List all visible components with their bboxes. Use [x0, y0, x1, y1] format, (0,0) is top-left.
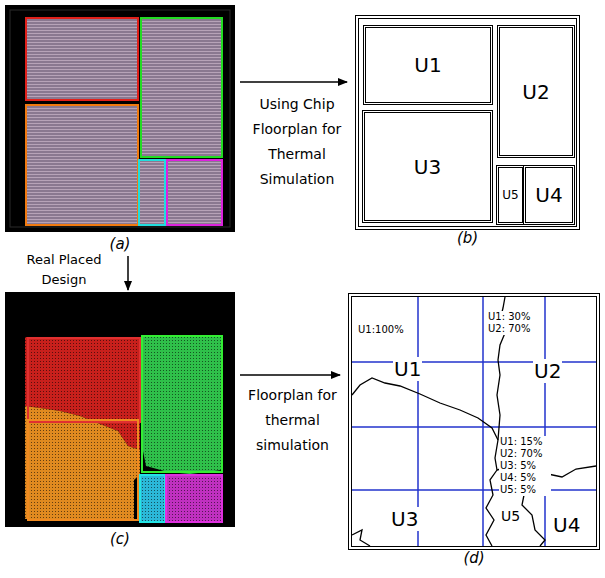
- region-name: U3: [390, 507, 419, 531]
- panel-caption: (d): [352, 549, 596, 567]
- unit-box: U2: [497, 25, 575, 158]
- unit-box: U1: [363, 25, 493, 105]
- thermal-floorplan-frame: (b)U1U2U3U5U4: [355, 15, 580, 230]
- panel-caption: (b): [359, 229, 576, 247]
- unit-name: U1: [414, 53, 441, 77]
- placed-design-image: [5, 292, 235, 527]
- unit-name: U5: [502, 188, 518, 202]
- floorplan-image: [5, 5, 235, 232]
- thermal-grid: [352, 297, 596, 546]
- unit-name: U3: [414, 155, 441, 179]
- share-note: U1: 30% U2: 70%: [487, 311, 539, 335]
- flow-arrow: [240, 374, 340, 376]
- unit-box: U3: [362, 110, 493, 223]
- panel-caption: (c): [5, 530, 235, 548]
- panel-caption: (a): [5, 235, 235, 253]
- unit-name: U4: [535, 183, 562, 207]
- floorplan-panel: (a): [5, 5, 235, 232]
- region-boundaries: [352, 297, 596, 546]
- region-name: U2: [533, 359, 562, 383]
- region-name: U5: [500, 508, 521, 525]
- unit-box: U4: [523, 165, 575, 225]
- flow-arrow: [127, 256, 129, 290]
- share-note: U1:100%: [357, 324, 405, 336]
- edge-label: Floorplan for thermal simulation: [245, 383, 340, 458]
- region-name: U1: [393, 357, 422, 381]
- placed-design-panel: (c): [5, 292, 235, 527]
- share-note: U1: 15% U2: 70% U3: 5% U4: 5% U5: 5%: [499, 436, 551, 496]
- region-name: U4: [552, 513, 581, 537]
- edge-label: Using Chip Floorplan for Thermal Simulat…: [243, 92, 351, 192]
- edge-label: Real Placed Design: [8, 250, 120, 290]
- unit-name: U2: [522, 80, 549, 104]
- flow-arrow: [240, 81, 347, 83]
- unit-box: U5: [496, 165, 525, 225]
